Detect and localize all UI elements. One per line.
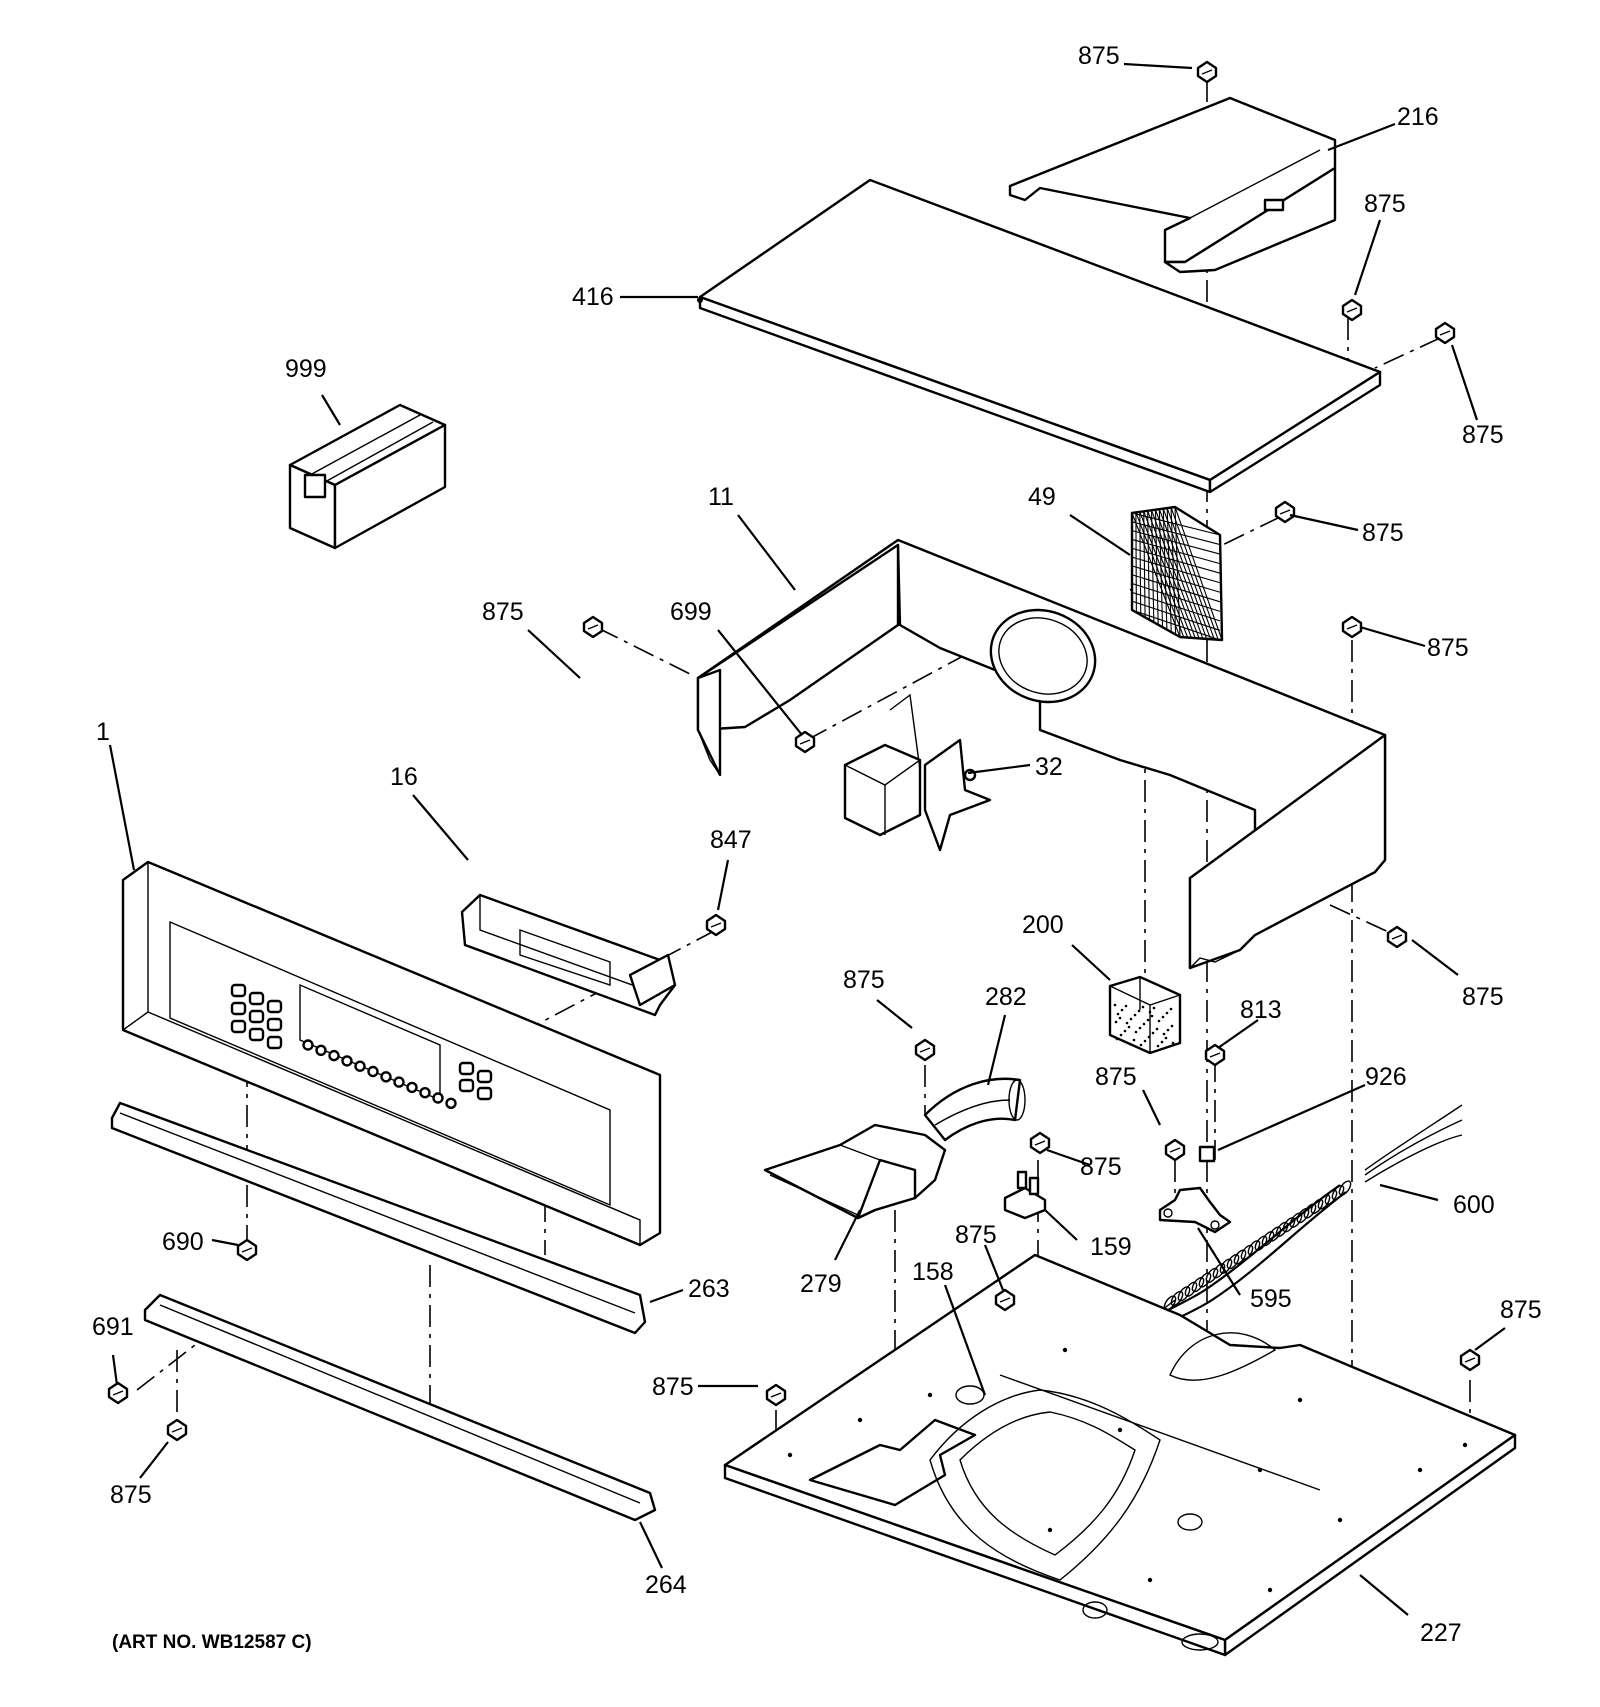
screw-icon [1459, 1348, 1481, 1372]
label-875-b: 875 [1364, 190, 1406, 218]
part-1-control-panel [121, 860, 662, 1247]
part-227-base-pan [723, 1253, 1517, 1657]
part-159-sensor [1003, 1170, 1047, 1220]
label-11: 11 [708, 483, 734, 511]
label-999: 999 [285, 355, 327, 383]
label-875-k: 875 [955, 1221, 997, 1249]
screw-icon [794, 730, 816, 754]
label-875-g: 875 [1462, 983, 1504, 1011]
screw-set [107, 60, 1481, 1442]
label-227: 227 [1420, 1619, 1462, 1647]
screw-icon [1434, 321, 1456, 345]
label-875-n: 875 [110, 1481, 152, 1509]
screw-icon [1386, 925, 1408, 949]
screw-icon [582, 615, 604, 639]
screw-icon [914, 1038, 936, 1062]
label-279: 279 [800, 1270, 842, 1298]
screw-icon [1204, 1043, 1226, 1067]
screw-icon [107, 1381, 129, 1405]
screw-icon [1029, 1131, 1051, 1155]
screw-icon [1341, 615, 1363, 639]
label-875-i: 875 [1095, 1063, 1137, 1091]
part-49-mesh-screen [1130, 505, 1224, 642]
label-875-d: 875 [1362, 519, 1404, 547]
label-875-c: 875 [1462, 421, 1504, 449]
label-813: 813 [1240, 996, 1282, 1024]
part-11-enclosure [696, 538, 1387, 970]
part-282-duct [923, 1077, 1026, 1142]
label-875-e: 875 [1427, 634, 1469, 662]
label-875-j: 875 [1080, 1153, 1122, 1181]
label-690: 690 [162, 1228, 204, 1256]
label-875-l: 875 [652, 1373, 694, 1401]
label-158: 158 [912, 1258, 954, 1286]
label-875-f: 875 [482, 598, 524, 626]
part-216-top-cover [1008, 96, 1337, 274]
part-32-fan-motor [843, 693, 992, 852]
label-1: 1 [96, 718, 110, 746]
label-875-a: 875 [1078, 42, 1120, 70]
part-279-vent [763, 1123, 947, 1220]
part-263-trim-strip [110, 1101, 647, 1335]
label-200: 200 [1022, 911, 1064, 939]
screw-icon [765, 1383, 787, 1407]
part-595-clamp [1158, 1186, 1232, 1234]
label-600: 600 [1453, 1191, 1495, 1219]
screw-icon [166, 1418, 188, 1442]
screw-icon [1274, 500, 1296, 524]
label-691: 691 [92, 1313, 134, 1341]
part-926-clip [1198, 1145, 1216, 1163]
part-416-top-panel [697, 178, 1382, 494]
art-number: (ART NO. WB12587 C) [112, 1632, 312, 1653]
screw-icon [1196, 60, 1218, 84]
label-49: 49 [1028, 483, 1056, 511]
part-264-lower-strip [143, 1293, 657, 1522]
screw-icon [236, 1238, 258, 1262]
label-926: 926 [1365, 1063, 1407, 1091]
screw-icon [705, 913, 727, 937]
screw-icon [1164, 1138, 1186, 1162]
leader-lines [108, 62, 1506, 1616]
label-263: 263 [688, 1275, 730, 1303]
label-32: 32 [1035, 753, 1063, 781]
label-264: 264 [645, 1571, 687, 1599]
part-16-control-board [460, 893, 677, 1017]
label-699: 699 [670, 598, 712, 626]
label-159: 159 [1090, 1233, 1132, 1261]
callout-labels: 875 216 875 416 875 999 11 49 875 875 69… [92, 42, 1542, 1653]
part-200-insulation-block [1108, 975, 1182, 1055]
label-595: 595 [1250, 1285, 1292, 1313]
label-847: 847 [710, 826, 752, 854]
label-416: 416 [572, 283, 614, 311]
label-875-m: 875 [1500, 1296, 1542, 1324]
label-282: 282 [985, 983, 1027, 1011]
screw-icon [1341, 298, 1363, 322]
screw-icon [994, 1288, 1016, 1312]
part-999-box [288, 403, 447, 550]
label-16: 16 [390, 763, 418, 791]
label-875-h: 875 [843, 966, 885, 994]
label-216: 216 [1397, 103, 1439, 131]
